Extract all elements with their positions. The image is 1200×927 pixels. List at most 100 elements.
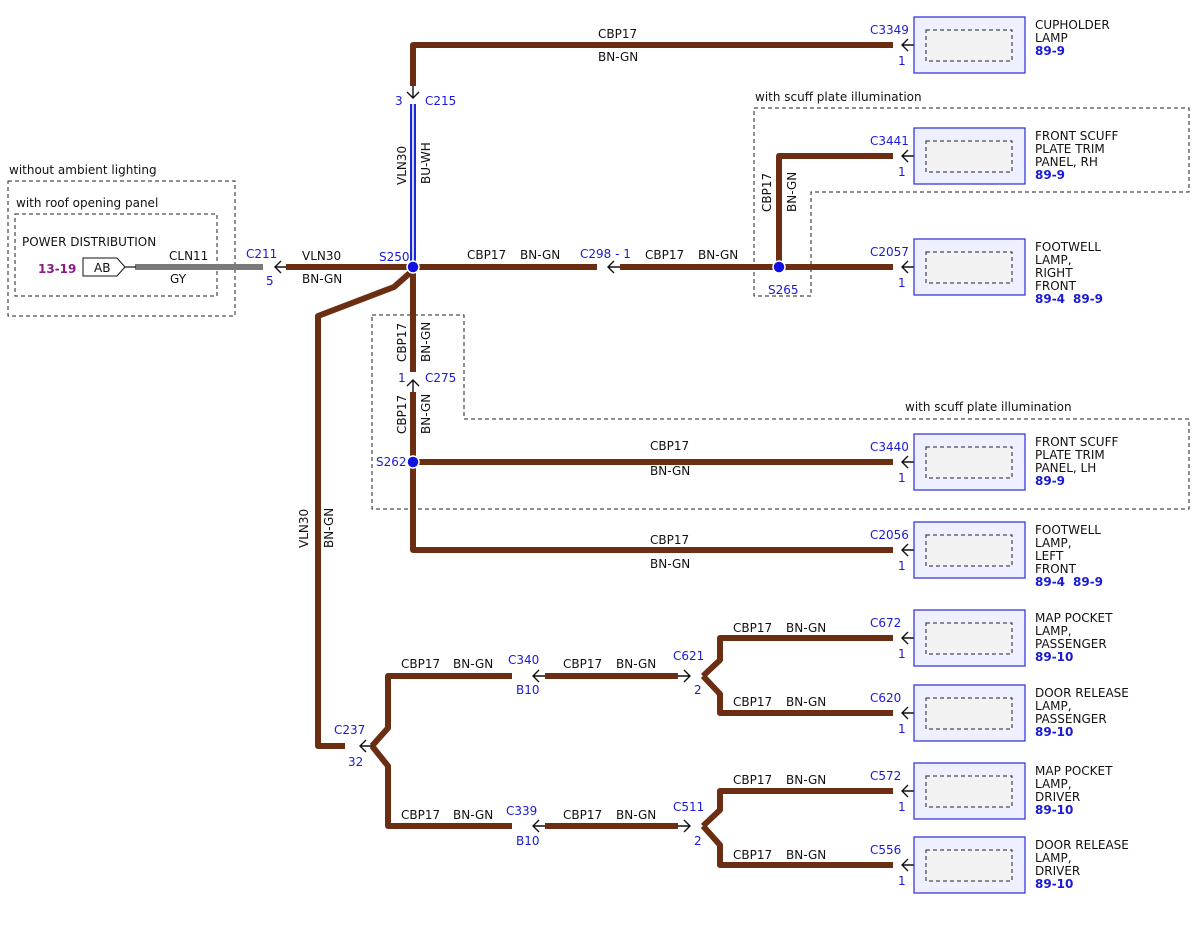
wire-s265-c3441 — [776, 153, 893, 267]
component-conn-label-c672: C672 — [870, 616, 901, 630]
component-pin-c672: 1 — [898, 647, 906, 661]
power-distribution-ref: 13-19 — [38, 262, 76, 276]
splice-s262 — [406, 455, 420, 469]
connector-c339: C339 — [506, 804, 537, 818]
connector-c275: C275 — [425, 371, 456, 385]
connector-c237: C237 — [334, 723, 365, 737]
connector-c298: C298 - 1 — [580, 247, 631, 261]
power-distribution-pin-box — [82, 257, 126, 277]
connector-c511-pin: 2 — [694, 834, 702, 848]
component-connector-c2056 — [925, 534, 1013, 567]
component-connector-c3441 — [925, 140, 1013, 173]
connector-c339-pin: B10 — [516, 834, 540, 848]
component-page-ref-c3349[interactable]: 89-9 — [1035, 44, 1065, 58]
component-name-c3441: PLATE TRIM — [1035, 142, 1105, 156]
wire-label-bngn: BN-GN — [302, 272, 342, 286]
wire-label-bngn-c339: BN-GN — [453, 808, 493, 822]
component-name-c2057: RIGHT — [1035, 266, 1073, 280]
component-name-c572: MAP POCKET — [1035, 764, 1113, 778]
component-page-ref-c3440[interactable]: 89-9 — [1035, 474, 1065, 488]
wire-label-cbp17-c620: CBP17 — [733, 695, 772, 709]
component-name-c620: PASSENGER — [1035, 712, 1107, 726]
component-conn-label-c572: C572 — [870, 769, 901, 783]
wire-label-bngn-c340: BN-GN — [453, 657, 493, 671]
component-conn-label-c2057: C2057 — [870, 245, 909, 259]
component-name-c3440: PLATE TRIM — [1035, 448, 1105, 462]
component-name-c3440: FRONT SCUFF — [1035, 435, 1118, 449]
wire-c275-c2056 — [410, 392, 893, 553]
wire-label-bngn-c2056: BN-GN — [650, 557, 690, 571]
component-name-c2057: FRONT — [1035, 279, 1077, 293]
wire-label-bngn-cupholder: BN-GN — [598, 50, 638, 64]
component-conn-label-c3349: C3349 — [870, 23, 909, 37]
component-connector-c572 — [925, 775, 1013, 808]
component-name-c672: PASSENGER — [1035, 637, 1107, 651]
wire-label-bngn-c556: BN-GN — [786, 848, 826, 862]
component-connector-c620 — [925, 697, 1013, 730]
wire-label-bngn-c3440: BN-GN — [650, 464, 690, 478]
wire-label-bngn-long: BN-GN — [322, 508, 336, 548]
component-name-c2056: LEFT — [1035, 549, 1064, 563]
component-conn-label-c3440: C3440 — [870, 440, 909, 454]
component-pin-c3349: 1 — [898, 54, 906, 68]
region-scuff-lower — [371, 314, 1190, 510]
connector-c211: C211 — [246, 247, 277, 261]
wire-c511-c556 — [700, 823, 893, 868]
component-conn-label-c620: C620 — [870, 691, 901, 705]
component-name-c620: LAMP, — [1035, 699, 1072, 713]
wire-label-bngn-c572: BN-GN — [786, 773, 826, 787]
region-scuff-upper — [753, 107, 1190, 297]
component-page-ref-c572[interactable]: 89-10 — [1035, 803, 1073, 817]
wire-label-bngn-upper: BN-GN — [419, 322, 433, 362]
wire-label-cbp17-c298: CBP17 — [645, 248, 684, 262]
component-page-ref-c2056[interactable]: 89-4 — [1035, 575, 1065, 589]
region-label-scuff-upper: with scuff plate illumination — [755, 90, 922, 104]
component-connector-c2057 — [925, 251, 1013, 284]
component-name-c672: LAMP, — [1035, 624, 1072, 638]
wire-cupholder — [410, 42, 893, 86]
wire-label-vln30-vert: VLN30 — [395, 146, 409, 185]
connector-c621-pin: 2 — [694, 683, 702, 697]
wire-c237-c339 — [369, 744, 512, 829]
component-name-c556: LAMP, — [1035, 851, 1072, 865]
connector-c211-pin: 5 — [266, 274, 274, 288]
component-pin-c572: 1 — [898, 800, 906, 814]
component-name-c2057: LAMP, — [1035, 253, 1072, 267]
connector-c511: C511 — [673, 800, 704, 814]
wire-label-cbp17-c3440: CBP17 — [650, 439, 689, 453]
wire-label-cbp17-lower: CBP17 — [395, 395, 409, 434]
component-name-c2057: FOOTWELL — [1035, 240, 1101, 254]
wire-label-bngn-c298: BN-GN — [698, 248, 738, 262]
component-connector-c672 — [925, 622, 1013, 655]
component-connector-c556 — [925, 849, 1013, 882]
component-name-c620: DOOR RELEASE — [1035, 686, 1129, 700]
component-pin-c3440: 1 — [898, 471, 906, 485]
component-page-ref-c2056[interactable]: 89-9 — [1073, 575, 1103, 589]
component-pin-c620: 1 — [898, 722, 906, 736]
component-page-ref-c2057[interactable]: 89-4 — [1035, 292, 1065, 306]
component-page-ref-c2057[interactable]: 89-9 — [1073, 292, 1103, 306]
splice-label-s262: S262 — [376, 455, 407, 469]
component-conn-label-c2056: C2056 — [870, 528, 909, 542]
component-pin-c2056: 1 — [898, 559, 906, 573]
component-page-ref-c672[interactable]: 89-10 — [1035, 650, 1073, 664]
wire-label-cbp17-c340: CBP17 — [401, 657, 440, 671]
wire-c237-c340 — [369, 673, 512, 748]
component-conn-label-c3441: C3441 — [870, 134, 909, 148]
component-name-c672: MAP POCKET — [1035, 611, 1113, 625]
wire-label-cbp17-s265: CBP17 — [760, 173, 774, 212]
component-page-ref-c3441[interactable]: 89-9 — [1035, 168, 1065, 182]
component-page-ref-c556[interactable]: 89-10 — [1035, 877, 1073, 891]
splice-s265 — [772, 260, 786, 274]
wire-label-bngn-s265: BN-GN — [785, 172, 799, 212]
wire-c621-c620 — [700, 673, 893, 716]
component-page-ref-c620[interactable]: 89-10 — [1035, 725, 1073, 739]
connector-symbols — [274, 38, 914, 872]
component-name-c2056: FOOTWELL — [1035, 523, 1101, 537]
component-name-c3441: FRONT SCUFF — [1035, 129, 1118, 143]
region-label-scuff-lower: with scuff plate illumination — [905, 400, 1072, 414]
wire-label-cbp17-c556: CBP17 — [733, 848, 772, 862]
component-pin-c2057: 1 — [898, 276, 906, 290]
component-name-c3440: PANEL, LH — [1035, 461, 1096, 475]
